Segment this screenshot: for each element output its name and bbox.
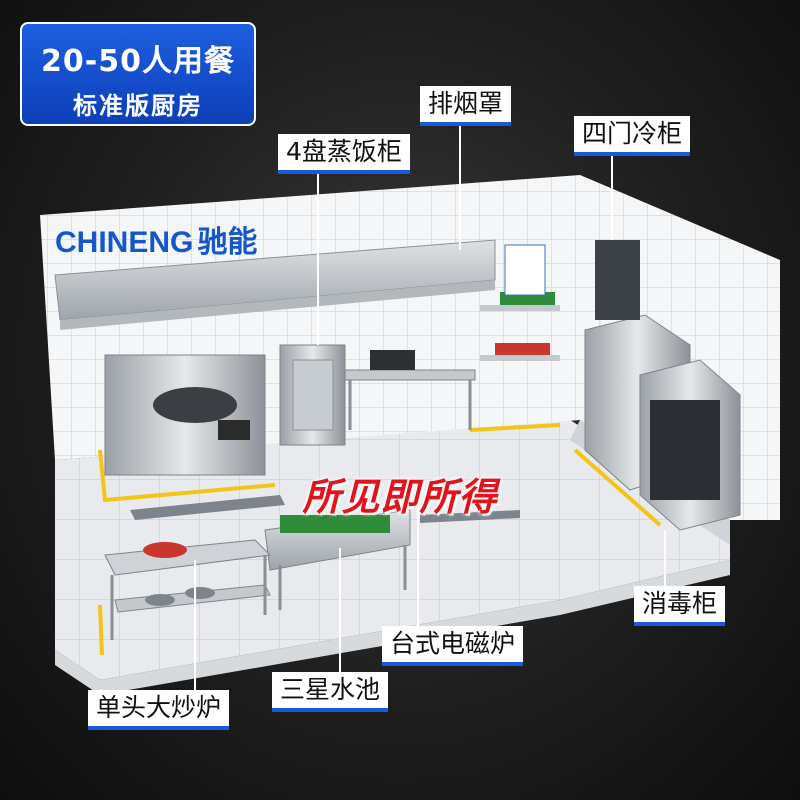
leader-lines	[194, 120, 666, 695]
label-wok: 单头大炒炉	[88, 690, 230, 730]
prep-table	[104, 539, 272, 576]
label-sink: 三星水池	[272, 672, 389, 712]
label-steamer: 4盘蒸饭柜	[278, 134, 410, 174]
label-sterilizer: 消毒柜	[634, 586, 726, 626]
label-range-hood: 排烟罩	[420, 86, 512, 126]
label-induction: 台式电磁炉	[382, 626, 524, 666]
badge-edition: 标准版厨房	[73, 92, 203, 120]
badge-capacity: 20-50人用餐	[41, 44, 235, 79]
capacity-badge: 20-50人用餐 标准版厨房	[20, 22, 256, 126]
label-fridge: 四门冷柜	[574, 116, 691, 156]
slogan: 所见即所得	[302, 475, 498, 519]
kitchen-floor	[55, 420, 730, 680]
induction-table	[344, 369, 476, 381]
